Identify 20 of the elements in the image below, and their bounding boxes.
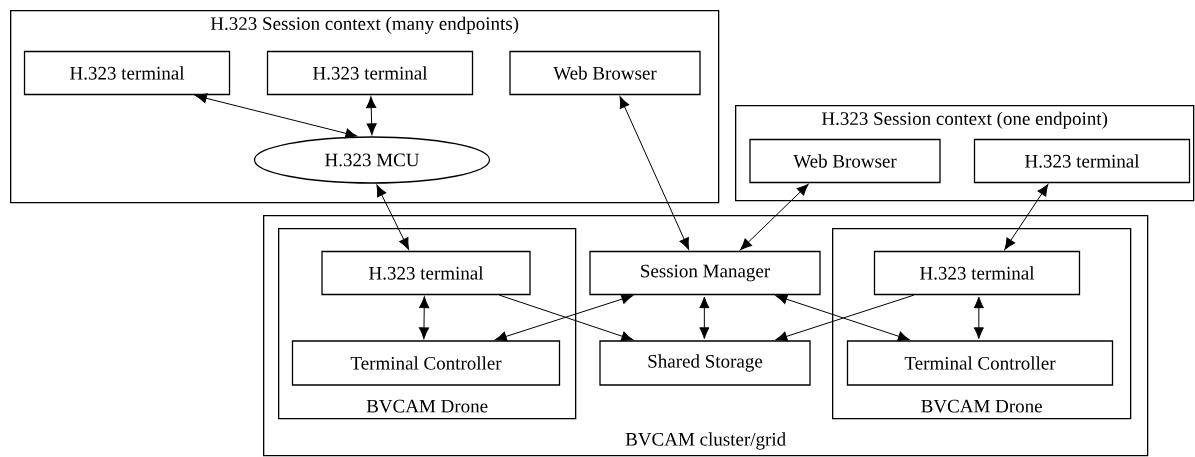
component-box: H.323 terminal [873, 250, 1081, 296]
arrow [418, 296, 430, 339]
arrow [376, 184, 410, 250]
arrow [195, 93, 358, 139]
arrow [973, 296, 984, 339]
component-box: H.323 terminal [973, 138, 1191, 184]
component-box: H.323 terminal [23, 50, 231, 96]
component-box: H.323 terminal [266, 50, 474, 96]
component-box: Web Browser [509, 50, 701, 96]
component-box: Session Manager [589, 250, 821, 296]
arrow [366, 96, 377, 135]
component-box: Terminal Controller [846, 340, 1114, 386]
component-box: Terminal Controller [291, 340, 561, 386]
arrow [740, 183, 809, 251]
arrow [619, 96, 690, 250]
arrow [699, 296, 710, 339]
component-box: H.323 terminal [321, 250, 531, 296]
component-box: Web Browser [749, 138, 941, 184]
component-box: Shared Storage [599, 340, 811, 386]
arrow [1004, 184, 1049, 250]
